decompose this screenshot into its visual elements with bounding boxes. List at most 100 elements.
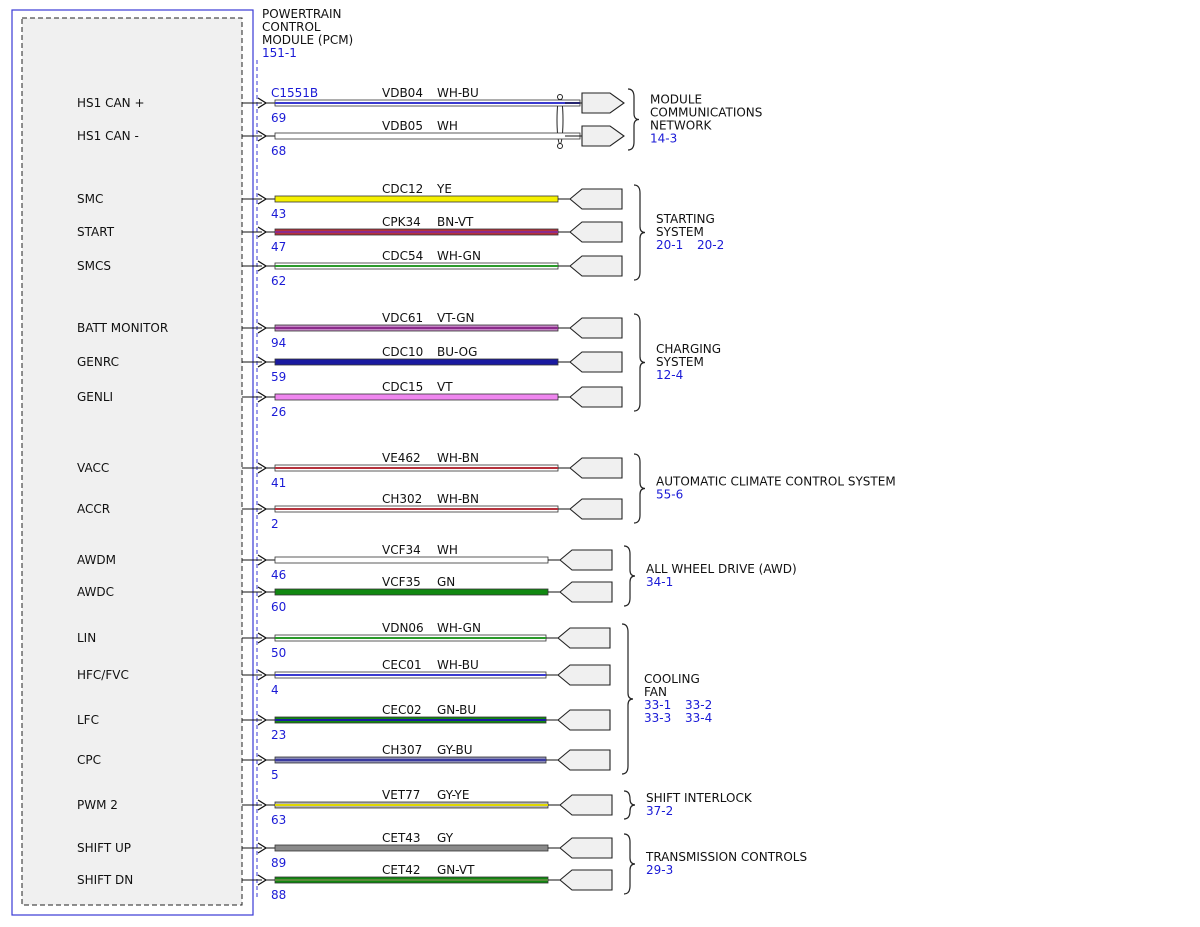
wire-color: GY-BU	[437, 743, 473, 757]
system-group: ALL WHEEL DRIVE (AWD)34-1	[623, 545, 797, 607]
pin-number: 47	[271, 240, 286, 254]
pin-label: HFC/FVC	[77, 668, 129, 682]
circuit-id: CH307	[382, 743, 422, 757]
module-ref: 151-1	[262, 46, 297, 60]
wire-color: WH	[437, 543, 458, 557]
module-body	[21, 17, 243, 906]
system-brace	[627, 88, 640, 151]
pin-label: VACC	[77, 461, 109, 475]
circuit-id: VDN06	[382, 621, 424, 635]
wire-body	[274, 358, 559, 366]
system-name-line: COOLING	[644, 672, 700, 686]
pin-number: 5	[271, 768, 279, 782]
connector-end	[581, 92, 625, 114]
module-outline	[11, 9, 254, 916]
pin-label: BATT MONITOR	[77, 321, 168, 335]
circuit-id: VCF34	[382, 543, 421, 557]
systems-layer: MODULECOMMUNICATIONSNETWORK14-3STARTINGS…	[621, 88, 896, 895]
system-ref: 37-2	[646, 804, 673, 818]
circuit-id: CEC02	[382, 703, 422, 717]
connector-end	[569, 255, 623, 277]
connector-end	[557, 709, 611, 731]
system-ref: 12-4	[656, 368, 683, 382]
wire-color: VT-GN	[437, 311, 474, 325]
twisted-pair-marker	[556, 94, 564, 149]
module-title-line-2: CONTROL	[262, 20, 321, 34]
pin-label: ACCR	[77, 502, 110, 516]
system-brace	[621, 623, 634, 775]
connector-end	[569, 317, 623, 339]
system-name-line: SYSTEM	[656, 225, 704, 239]
pin-label: HS1 CAN +	[77, 96, 145, 110]
system-name-line: SHIFT INTERLOCK	[646, 791, 753, 805]
connector-end	[569, 221, 623, 243]
pin-label: SHIFT UP	[77, 841, 131, 855]
circuit-id: VET77	[382, 788, 420, 802]
pin-number: 68	[271, 144, 286, 158]
pin-label: LFC	[77, 713, 99, 727]
pin-label: LIN	[77, 631, 96, 645]
system-name-line: CHARGING	[656, 342, 721, 356]
pin-label: AWDC	[77, 585, 114, 599]
connector-end	[569, 498, 623, 520]
system-ref: 20-2	[697, 238, 724, 252]
wire-color: VT	[437, 380, 453, 394]
connector-end	[569, 457, 623, 479]
wire-color: BU-OG	[437, 345, 477, 359]
wire-body	[274, 393, 559, 401]
system-name-line: MODULE	[650, 93, 702, 107]
connector-end	[569, 386, 623, 408]
wire-color: BN-VT	[437, 215, 474, 229]
system-name-line: AUTOMATIC CLIMATE CONTROL SYSTEM	[656, 475, 896, 489]
system-name-line: ALL WHEEL DRIVE (AWD)	[646, 562, 797, 576]
module-title-line-3: MODULE (PCM)	[262, 33, 353, 47]
system-ref: 20-1	[656, 238, 683, 252]
pin-label: SHIFT DN	[77, 873, 133, 887]
wire-body	[274, 195, 559, 203]
wire-color: YE	[436, 182, 452, 196]
pin-number: 63	[271, 813, 286, 827]
circuit-id: CET43	[382, 831, 421, 845]
system-brace	[623, 545, 636, 607]
circuit-id: VE462	[382, 451, 421, 465]
system-name-line: TRANSMISSION CONTROLS	[645, 850, 807, 864]
wire-color: WH-BU	[437, 86, 479, 100]
pin-number: 26	[271, 405, 286, 419]
circuit-id: VDC61	[382, 311, 423, 325]
pin-label: PWM 2	[77, 798, 118, 812]
circuit-id: CDC15	[382, 380, 423, 394]
wire-color: GY-YE	[437, 788, 469, 802]
pin-label: SMCS	[77, 259, 111, 273]
connector-end	[557, 627, 611, 649]
connector-end	[559, 794, 613, 816]
pin-label: SMC	[77, 192, 103, 206]
system-ref: 55-6	[656, 488, 683, 502]
system-brace	[633, 184, 646, 281]
system-ref: 33-1	[644, 698, 671, 712]
wire-color: WH-BN	[437, 492, 479, 506]
pin-number: 43	[271, 207, 286, 221]
pin-number: 89	[271, 856, 286, 870]
connector-end	[557, 664, 611, 686]
wire-color: GN-VT	[437, 863, 475, 877]
pin-number: 59	[271, 370, 286, 384]
circuit-id: CH302	[382, 492, 422, 506]
